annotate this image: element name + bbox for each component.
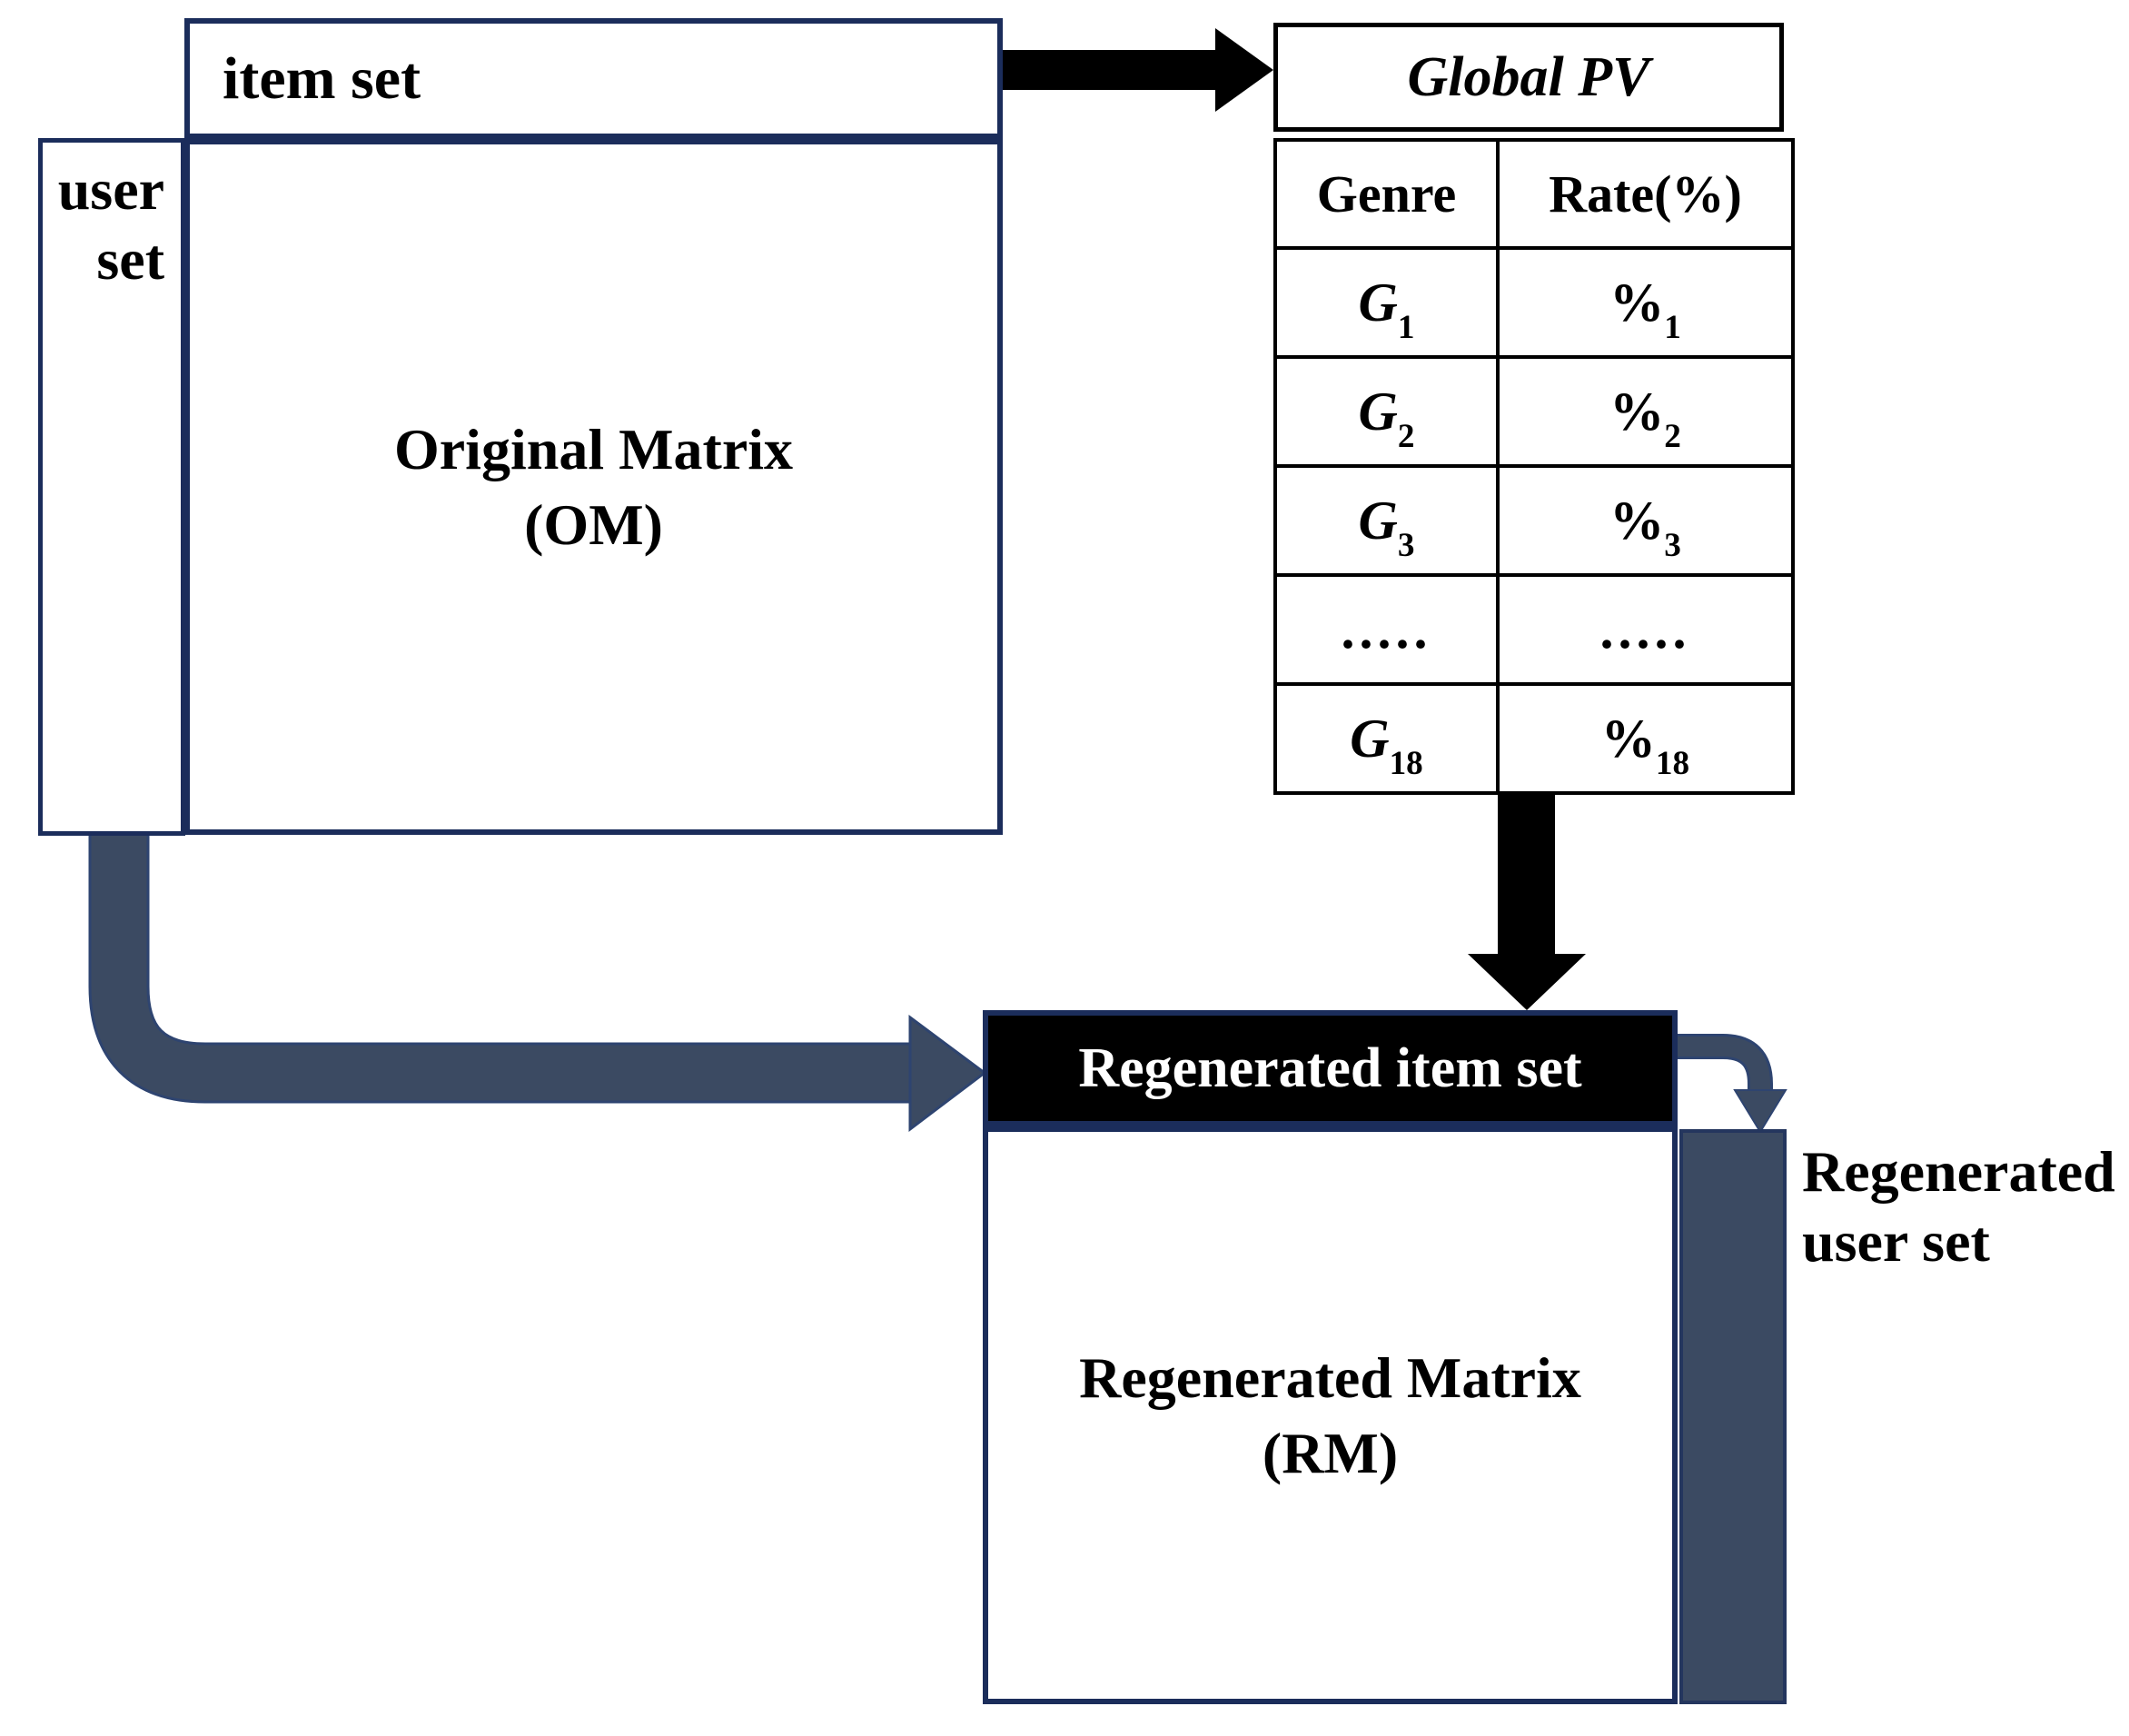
global-pv-header-row: Genre Rate(%) (1273, 138, 1795, 250)
arrow-userset-to-regenerated-icon (88, 832, 987, 1133)
global-pv-title: Global PV (1407, 45, 1650, 108)
regenerated-item-set-label: Regenerated item set (1078, 1037, 1582, 1099)
table-row: ..... ..... (1273, 573, 1795, 686)
rate-cell: %1 (1496, 246, 1795, 359)
global-pv-table: Genre Rate(%) G1 %1 G2 %2 G3 %3 ..... ..… (1273, 138, 1795, 795)
regenerated-matrix-box: Regenerated Matrix (RM) (983, 1126, 1678, 1704)
table-row: G2 %2 (1273, 355, 1795, 468)
rate-cell: ..... (1496, 573, 1795, 686)
arrow-itemset-to-globalpv-icon (1003, 28, 1273, 112)
regenerated-user-set-bar (1679, 1129, 1787, 1704)
user-set-label-line2: set (96, 226, 164, 292)
item-set-header-box: item set (184, 18, 1003, 139)
regenerated-item-set-header-box: Regenerated item set (983, 1010, 1678, 1126)
regenerated-matrix-title-line2: (RM) (1262, 1421, 1399, 1485)
arrow-globalpv-to-regenerated-icon (1468, 769, 1586, 1010)
column-header-rate: Rate(%) (1496, 138, 1795, 250)
genre-cell: G2 (1273, 355, 1500, 468)
table-row: G18 %18 (1273, 682, 1795, 795)
original-matrix-title-line2: (OM) (524, 492, 663, 557)
original-matrix-title-line1: Original Matrix (393, 416, 794, 481)
arrow-regenerated-itemset-to-userset-icon (1678, 1034, 1787, 1134)
genre-cell: G18 (1273, 682, 1500, 795)
user-set-box: user set (38, 138, 185, 836)
table-row: G1 %1 (1273, 246, 1795, 359)
user-set-label-line1: user (57, 157, 164, 222)
regenerated-user-set-label-line2: user set (1802, 1208, 1990, 1274)
item-set-label: item set (223, 45, 421, 112)
rate-cell: %3 (1496, 464, 1795, 577)
genre-cell: G1 (1273, 246, 1500, 359)
genre-cell: ..... (1273, 573, 1500, 686)
regenerated-user-set-label: Regenerated user set (1802, 1137, 2129, 1277)
global-pv-title-box: Global PV (1273, 23, 1784, 132)
rate-cell: %2 (1496, 355, 1795, 468)
regenerated-user-set-label-line1: Regenerated (1802, 1139, 2115, 1204)
genre-cell: G3 (1273, 464, 1500, 577)
column-header-genre: Genre (1273, 138, 1500, 250)
original-matrix-box: Original Matrix (OM) (184, 139, 1003, 835)
rate-cell: %18 (1496, 682, 1795, 795)
table-row: G3 %3 (1273, 464, 1795, 577)
regenerated-matrix-title-line1: Regenerated Matrix (1079, 1344, 1581, 1410)
